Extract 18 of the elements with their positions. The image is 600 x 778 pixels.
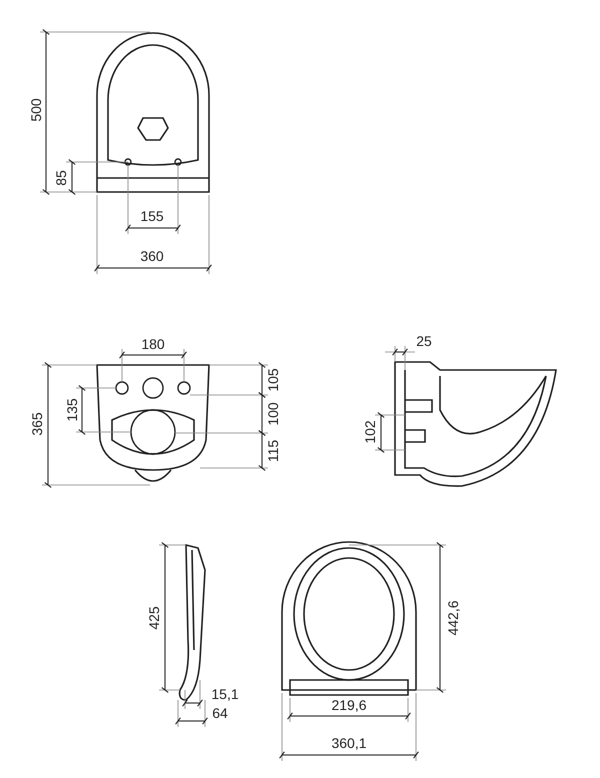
dimension-label: 135	[65, 398, 79, 422]
dimension-label: 365	[30, 412, 44, 436]
dimension-label: 115	[266, 440, 280, 462]
dimension-label: 442,6	[446, 600, 460, 636]
dimension-label: 360	[140, 249, 164, 263]
dimension-label: 15,1	[211, 687, 239, 701]
dimension-label: 180	[141, 337, 165, 351]
dimension-label: 155	[140, 209, 164, 223]
dimension-label: 102	[363, 420, 377, 444]
dimension-label: 100	[266, 402, 280, 426]
dimension-label: 360,1	[331, 736, 367, 750]
dimension-label: 64	[212, 706, 228, 720]
dimension-label: 25	[416, 334, 432, 348]
dimension-label: 425	[147, 606, 161, 630]
dimension-label: 85	[54, 170, 68, 186]
dimension-label: 500	[29, 98, 43, 122]
dimension-label: 105	[266, 368, 280, 392]
dimension-label: 219,6	[331, 698, 367, 712]
